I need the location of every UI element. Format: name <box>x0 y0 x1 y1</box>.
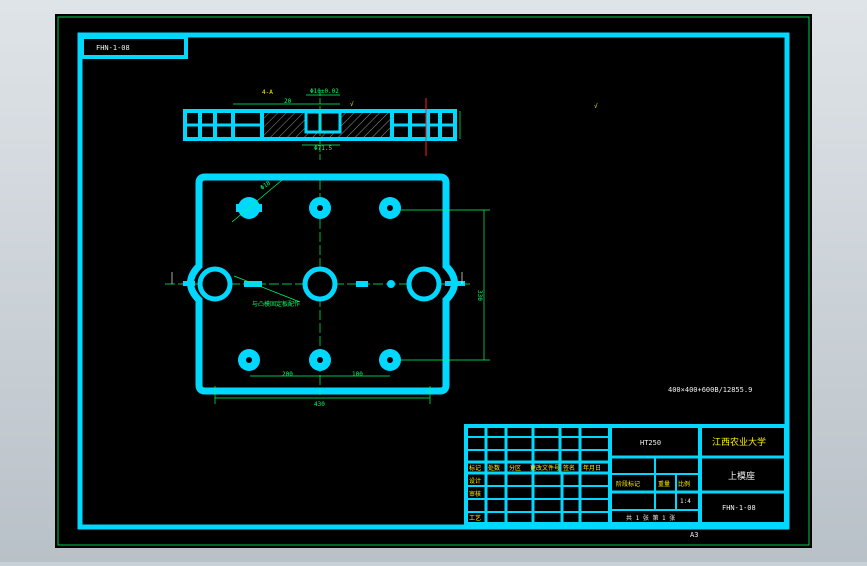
row-label-mark: 标记 <box>469 464 481 472</box>
part-name: 上模座 <box>728 470 755 482</box>
dim-phi10: Φ10±0.02 <box>310 88 339 95</box>
dim-phi71: Φ71.5 <box>314 145 332 152</box>
scale-value: 1:4 <box>680 498 691 505</box>
material: HT250 <box>640 439 661 447</box>
guide-hole-left <box>197 266 233 302</box>
center-hole <box>302 266 338 302</box>
title-block <box>464 424 788 526</box>
hole-note: 与凸模固定板配作 <box>252 300 300 308</box>
stage-labels: 阶段标记 重量 比例 <box>616 480 690 488</box>
paper-size: A3 <box>690 531 698 539</box>
drawing-border <box>77 32 790 530</box>
plate-outline <box>187 173 458 395</box>
dim-4a: 4-A <box>262 89 273 96</box>
row-label-process: 工艺 <box>469 514 481 522</box>
roughness-mark: √ <box>350 101 354 108</box>
stage-weight: 重量 <box>658 480 670 488</box>
dim-330: 330 <box>476 290 483 301</box>
header-sign: 签名 <box>563 464 575 472</box>
dim-20: 20 <box>284 98 292 105</box>
code-box <box>80 35 188 59</box>
dim-430: 430 <box>314 401 325 408</box>
drawing-number: FHN-1-08 <box>722 504 756 512</box>
stage-mark: 阶段标记 <box>616 480 640 488</box>
stage-scale: 比例 <box>678 480 690 488</box>
outer-trim-line <box>57 16 810 546</box>
title-header-labels: 处数 分区 更改文件号 签名 年月日 <box>488 464 601 472</box>
middle-hole-row <box>183 266 465 302</box>
section-view: 4-A 20 Φ10±0.02 Φ71.5 √ √ <box>183 88 598 160</box>
header-zone: 分区 <box>509 464 521 472</box>
plan-view: 200 100 330 430 Φ18 与凸模固定板配作 <box>165 173 490 408</box>
guide-hole-right <box>406 266 442 302</box>
bottom-hole-row <box>238 349 401 371</box>
header-date: 年月日 <box>583 464 601 472</box>
sheet-label: 共 1 张 第 1 张 <box>626 514 675 522</box>
dim-100: 100 <box>352 371 363 378</box>
dim-200: 200 <box>282 371 293 378</box>
row-label-design: 设计 <box>469 477 481 485</box>
header-count: 处数 <box>488 464 500 472</box>
header-change-doc: 更改文件号 <box>530 464 560 472</box>
row-label-review: 审核 <box>469 490 481 498</box>
roughness-general: √ <box>594 103 598 110</box>
frame-code: FHN-1-08 <box>96 44 130 52</box>
spec-note: 400×400+600B/12855.9 <box>668 386 752 394</box>
title-row-labels: 标记 设计 审核 工艺 <box>469 464 481 522</box>
school-name: 江西农业大学 <box>712 436 766 448</box>
